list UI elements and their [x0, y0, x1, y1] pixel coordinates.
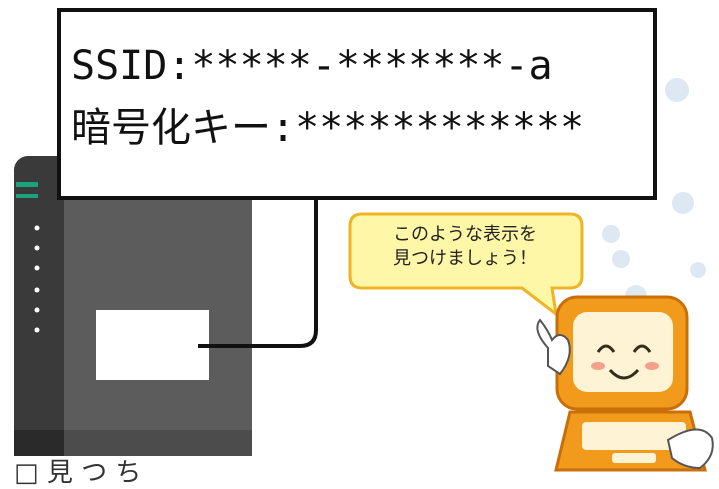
router-led [34, 225, 40, 231]
router-led [34, 327, 40, 333]
decor-dot [665, 78, 689, 102]
router-led [34, 287, 40, 293]
decor-dot [612, 250, 630, 268]
bubble-line-1: このような表示を [393, 224, 537, 245]
router-led [34, 307, 40, 313]
decor-dot [672, 192, 694, 214]
router [14, 156, 252, 456]
mascot-computer [536, 295, 714, 472]
speech-bubble [348, 212, 584, 318]
speech-bubble-text: このような表示を 見つけましょう！ [355, 223, 575, 281]
bubble-line-2: 見つけましょう！ [393, 248, 537, 269]
router-led [34, 265, 40, 271]
encryption-key-text: 暗号化キー:************ [71, 105, 585, 151]
router-front-panel [64, 156, 252, 456]
decor-dot [690, 262, 706, 278]
router-sticker [96, 310, 209, 380]
router-led-bar [16, 182, 38, 187]
router-led [34, 245, 40, 251]
decor-dot [602, 225, 620, 243]
ssid-text: SSID:*****-*******-a [71, 43, 553, 89]
router-caption: □ 見 つ ち [14, 458, 142, 488]
wifi-label-box: SSID:*****-*******-a 暗号化キー:************ [57, 8, 657, 200]
